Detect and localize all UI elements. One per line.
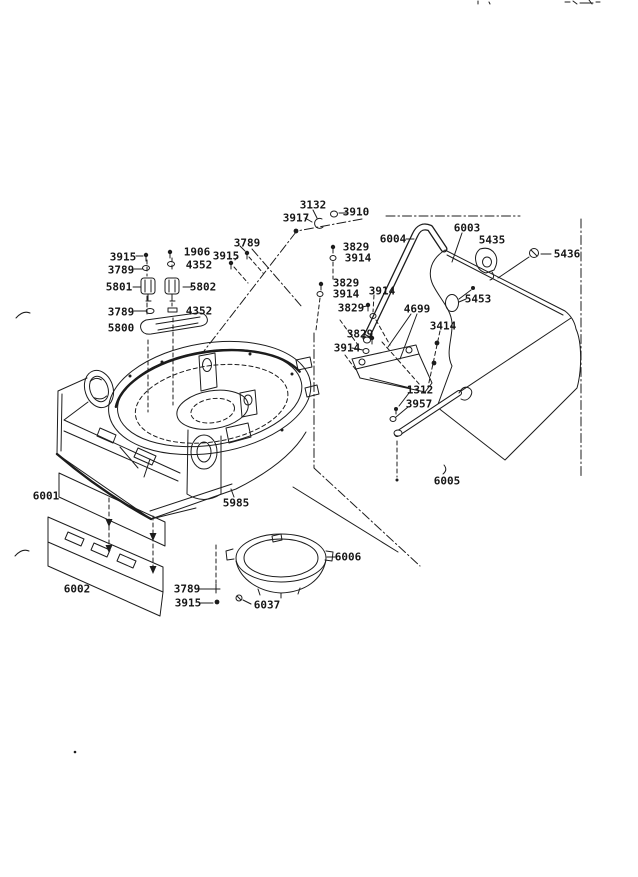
bracket-5802 [164,277,180,295]
deck-hub [83,369,115,409]
part-label-3132: 3132 [299,198,327,212]
deflector-panel-6003 [429,232,582,461]
part-label-3915: 3915 [174,596,202,610]
part-label-3829: 3829 [346,327,374,341]
part-label-6005: 6005 [433,474,461,488]
part-label-5453: 5453 [464,292,492,306]
part-label-3915: 3915 [212,249,240,263]
part-label-3914: 3914 [368,284,396,298]
part-label-5802: 5802 [189,280,217,294]
part-label-1906: 1906 [183,245,211,259]
part-label-5436: 5436 [553,247,581,261]
mower-deck-housing [55,340,320,521]
bolt-3789-bottom [211,583,221,594]
part-label-5801: 5801 [105,280,133,294]
handle-tube-6004 [362,223,448,344]
part-label-4352: 4352 [185,304,213,318]
part-label-5435: 5435 [478,233,506,247]
part-label-3910: 3910 [342,205,370,219]
bracket-cluster [315,244,441,393]
part-label-3914: 3914 [332,287,360,301]
handle-bracket-hardware [132,245,250,335]
grommet-5453 [445,294,459,312]
pin-3917 [293,228,299,234]
rivet-3414 [431,360,437,366]
part-label-3414: 3414 [429,319,457,333]
plate-6001 [58,472,166,547]
part-label-6006: 6006 [334,550,362,564]
part-label-3914: 3914 [344,251,372,265]
part-label-4352: 4352 [185,258,213,272]
part-label-3917: 3917 [282,211,310,225]
part-label-5985: 5985 [222,496,250,510]
top-fastener-parts [293,209,348,234]
part-label-6037: 6037 [253,598,281,612]
baffle-plates [47,472,166,617]
part-label-6002: 6002 [63,582,91,596]
part-label-3789: 3789 [233,236,261,250]
snap-ring-3132 [314,217,324,229]
part-label-3957: 3957 [405,397,433,411]
part-label-6003: 6003 [453,221,481,235]
rod-hook [458,386,473,401]
screw-6037 [235,594,243,602]
part-label-3789: 3789 [173,582,201,596]
part-label-3789: 3789 [107,305,135,319]
part-label-4699: 4699 [403,302,431,316]
part-label-3829: 3829 [332,276,360,290]
part-label-3914: 3914 [333,341,361,355]
ring-6006 [235,533,327,583]
part-label-1312: 1312 [406,383,434,397]
plate-5800 [140,312,208,335]
part-label-5800: 5800 [107,321,135,335]
scan-artifact-marks [477,0,601,5]
part-label-3829: 3829 [337,301,365,315]
part-label-6001: 6001 [32,489,60,503]
part-label-6004: 6004 [379,232,407,246]
part-label-3829: 3829 [342,240,370,254]
bracket-5801 [140,277,156,295]
bolt-3915-bottom [214,599,220,605]
plate-6002 [47,516,164,593]
rivet-3414 [434,340,440,346]
screw-5436 [529,248,539,258]
part-label-3915: 3915 [109,250,137,264]
clip-5435 [475,247,498,274]
part-label-3789: 3789 [107,263,135,277]
margin-marks [14,311,77,754]
washer-3910 [330,210,338,218]
lower-rod-group [389,386,473,482]
adapter-ring-group [198,533,336,605]
